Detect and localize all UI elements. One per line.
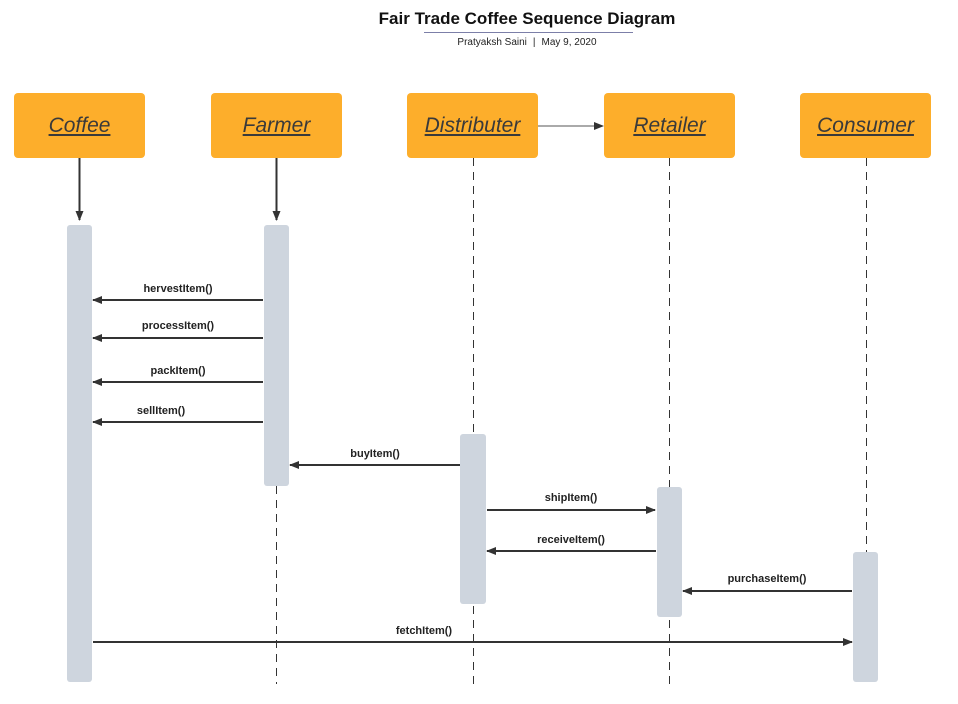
actor-coffee: Coffee [14, 93, 145, 158]
actor-farmer: Farmer [211, 93, 342, 158]
subtitle-separator: | [532, 37, 536, 48]
message-label-purchaseitem: purchaseItem() [727, 573, 807, 585]
message-label-shipitem: shipItem() [544, 492, 598, 504]
activation-bar-distributer [460, 434, 486, 604]
message-label-sellitem: sellItem() [136, 405, 186, 417]
author-name: Pratyaksh Saini [457, 37, 527, 48]
actor-distributer: Distributer [407, 93, 538, 158]
actor-consumer: Consumer [800, 93, 931, 158]
activation-bar-coffee [67, 225, 92, 682]
actor-retailer: Retailer [604, 93, 735, 158]
diagram-subtitle: Pratyaksh Saini | May 9, 2020 [0, 37, 958, 48]
diagram-date: May 9, 2020 [541, 37, 597, 48]
message-label-receiveitem: receiveItem() [537, 534, 605, 546]
activation-bar-consumer [853, 552, 878, 682]
message-label-packitem: packItem() [150, 365, 206, 377]
message-label-hervestitem: hervestItem() [143, 283, 213, 295]
message-label-fetchitem: fetchItem() [395, 625, 453, 637]
message-label-buyitem: buyItem() [350, 448, 400, 460]
title-underline [424, 32, 633, 33]
diagram-title: Fair Trade Coffee Sequence Diagram [378, 9, 676, 28]
activation-bar-farmer [264, 225, 289, 486]
message-label-processitem: processItem() [141, 320, 215, 332]
activation-bar-retailer [657, 487, 682, 617]
